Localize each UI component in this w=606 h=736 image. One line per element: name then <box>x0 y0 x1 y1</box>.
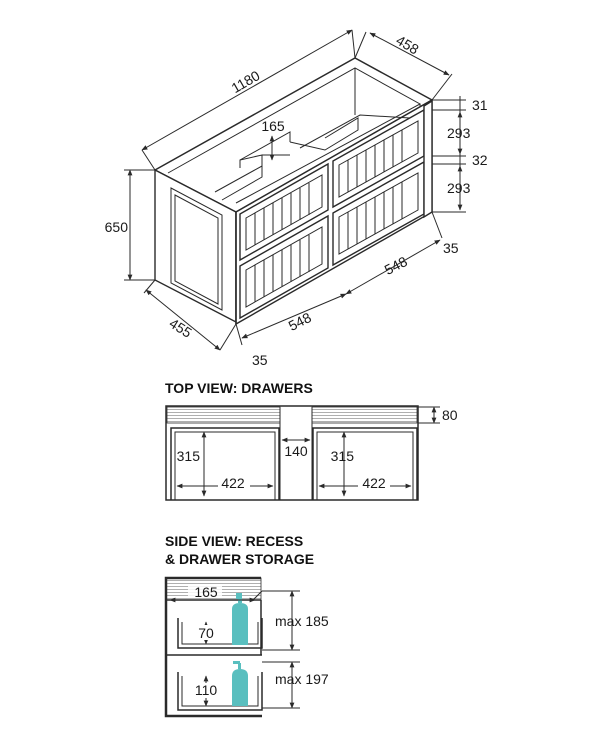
side-view: SIDE VIEW: RECESS & DRAWER STORAGE <box>164 533 329 718</box>
label-depth-side: 455 <box>167 315 195 341</box>
drawer-lower-left <box>239 214 329 320</box>
label-right-depth: 315 <box>331 448 355 464</box>
label-upper-drawer-depth: 70 <box>198 625 214 641</box>
dim-recess-165: 165 <box>261 118 290 161</box>
bottle-lower <box>232 661 248 706</box>
label-upper-max: max 185 <box>275 613 329 629</box>
label-recess-height: 165 <box>261 118 285 134</box>
isometric-view: 1180 458 650 455 548 <box>105 29 488 368</box>
dim-height-650: 650 <box>105 169 155 281</box>
label-drawer-width-left: 548 <box>286 309 314 334</box>
side-view-title-line1: SIDE VIEW: RECESS <box>165 533 303 549</box>
side-view-cabinet-outline <box>164 576 262 718</box>
cabinet-left-side-panel <box>154 168 237 324</box>
label-lower-max: max 197 <box>275 671 329 687</box>
label-left-depth: 315 <box>177 448 201 464</box>
label-top-gap: 31 <box>472 97 488 113</box>
drawer-lower-left-slats <box>254 235 310 302</box>
top-view: TOP VIEW: DRAWERS 315 422 315 422 140 80 <box>165 380 458 501</box>
top-view-title: TOP VIEW: DRAWERS <box>165 380 313 396</box>
label-inset-left: 35 <box>252 352 268 368</box>
top-view-outline <box>165 405 419 501</box>
top-view-left-drawer <box>170 427 280 500</box>
recess-inner-walls <box>214 165 263 201</box>
label-inset-right: 35 <box>443 240 459 256</box>
label-drawer-height-upper: 293 <box>447 125 471 141</box>
label-back-depth: 80 <box>442 407 458 423</box>
label-width: 1180 <box>228 67 262 96</box>
label-left-width: 422 <box>221 475 245 491</box>
label-height: 650 <box>105 219 129 235</box>
dim-right-stack: 31 293 32 293 <box>432 96 488 213</box>
side-view-title-line2: & DRAWER STORAGE <box>165 551 314 567</box>
top-view-right-drawer <box>312 427 418 500</box>
dim-width-1180: 1180 <box>141 29 356 171</box>
label-mid-gap: 32 <box>472 152 488 168</box>
side-view-upper-drawer <box>177 618 263 649</box>
bottle-upper <box>232 593 248 645</box>
label-right-width: 422 <box>362 475 386 491</box>
label-recess-depth: 165 <box>194 584 218 600</box>
drawer-upper-left-slats <box>254 183 310 245</box>
label-center-gap: 140 <box>284 443 308 459</box>
label-drawer-width-right: 548 <box>382 253 410 278</box>
label-drawer-height-lower: 293 <box>447 180 471 196</box>
drawer-upper-left <box>239 162 329 262</box>
drawer-lower-right-slats <box>347 182 403 249</box>
label-lower-drawer-depth: 110 <box>195 682 218 698</box>
label-depth-top: 458 <box>393 32 421 58</box>
drawer-upper-right-slats <box>347 130 403 192</box>
side-view-lower-drawer <box>177 672 263 711</box>
